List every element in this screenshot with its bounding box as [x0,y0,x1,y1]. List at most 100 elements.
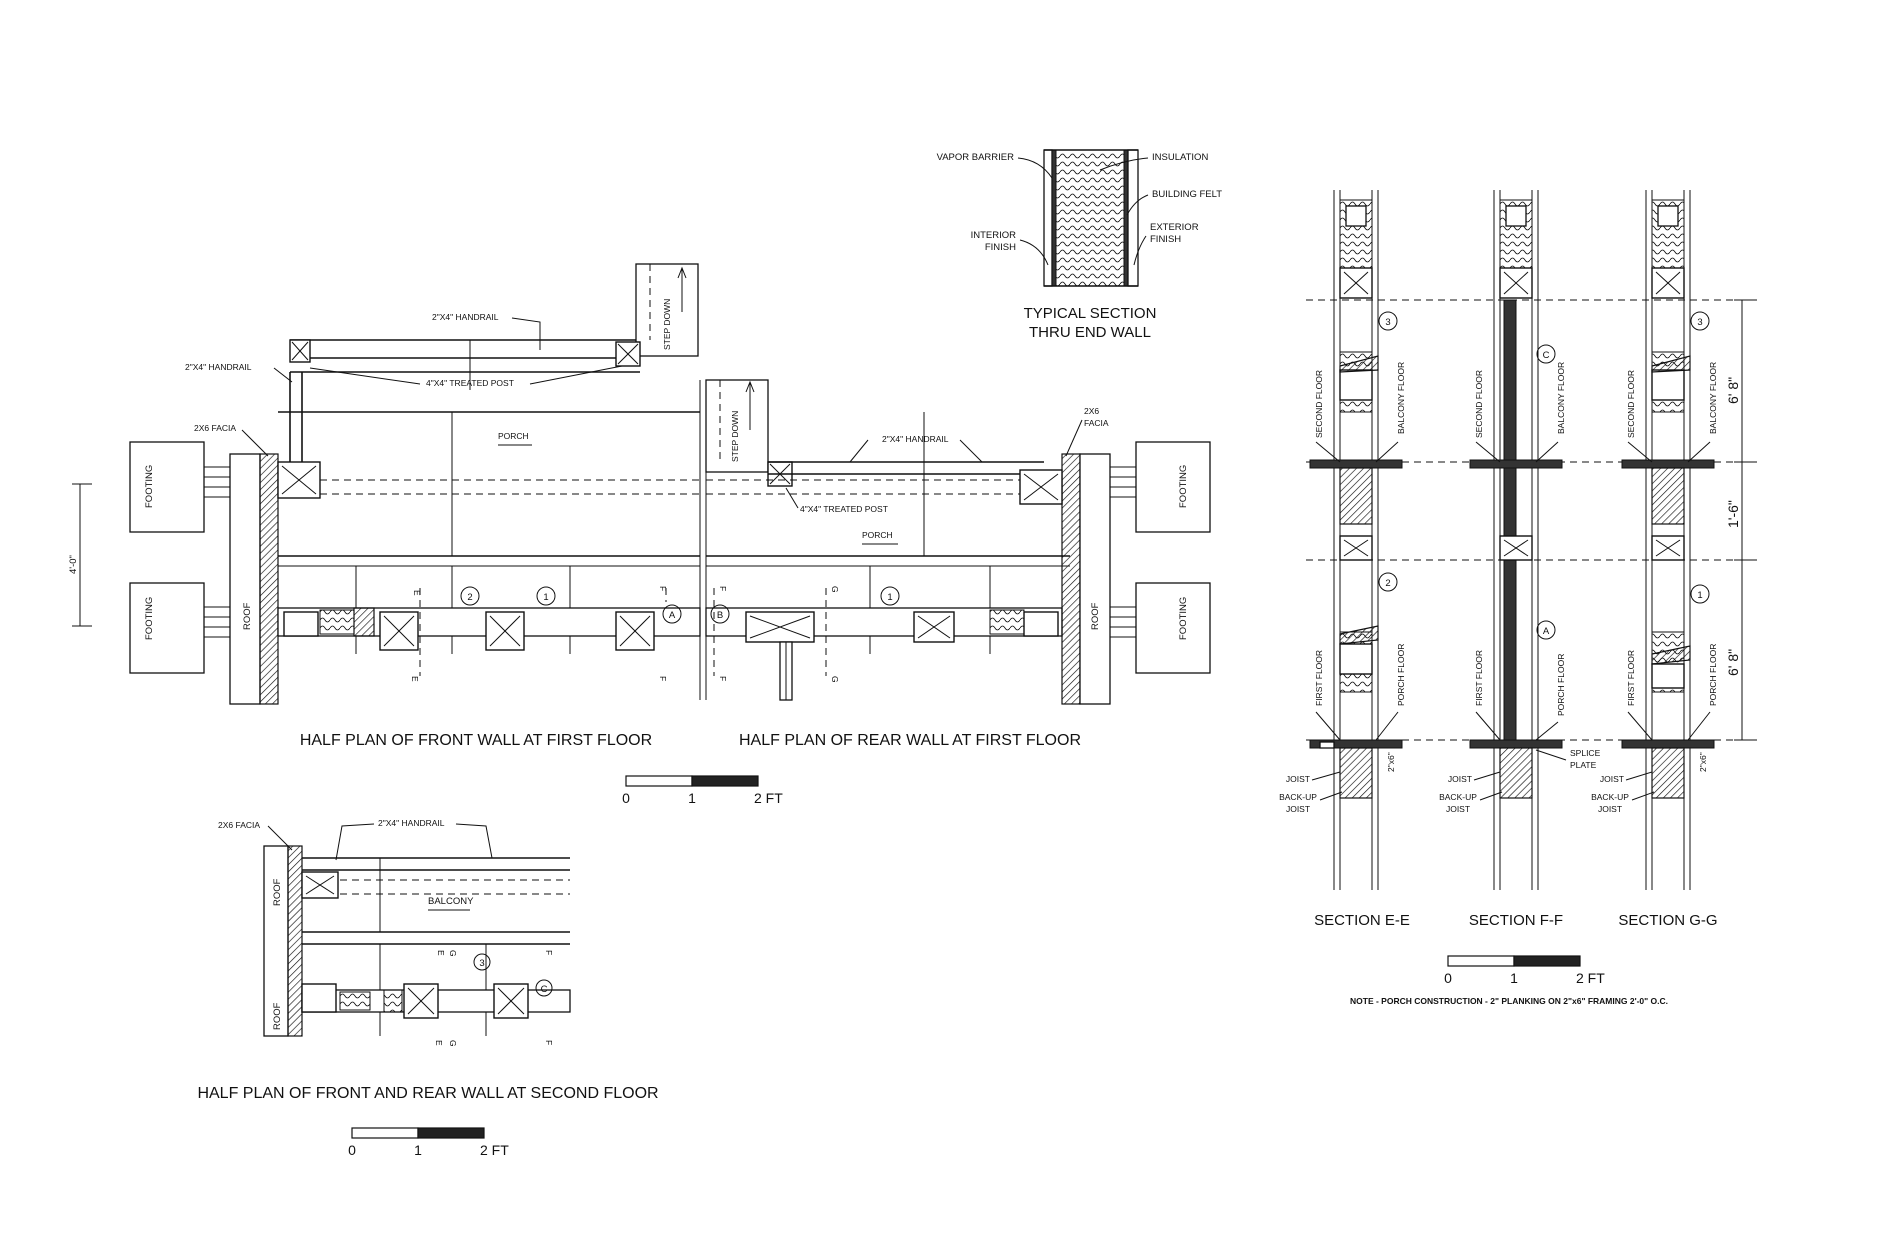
svg-text:2 FT: 2 FT [1576,970,1605,986]
dimension-lower: 6' 8" [1725,649,1741,676]
interior-finish-label-1: INTERIOR [971,230,1017,241]
two-by-six-label: 2"x6" [1698,752,1708,772]
porch-construction-note: NOTE - PORCH CONSTRUCTION - 2" PLANKING … [1350,996,1668,1006]
section-g-g-label: SECTION G-G [1618,912,1717,929]
handrail-rear-label: 2"X4" HANDRAIL [882,434,949,444]
svg-text:2: 2 [467,592,472,603]
svg-text:3: 3 [479,958,484,969]
footing-label-right: FOOTING [1178,465,1189,508]
interior-finish-label-2: FINISH [985,242,1016,253]
backup-joist-label-1: BACK-UP [1591,792,1629,802]
svg-text:0: 0 [348,1142,356,1158]
marker-c-second [535,979,553,997]
porch-label: PORCH [498,431,529,441]
marker-2 [460,586,480,606]
svg-text:0: 0 [622,790,630,806]
svg-text:2 FT: 2 FT [480,1142,509,1158]
two-by-six-label: 2"x6" [1386,752,1396,772]
marker-a-f [1536,620,1556,640]
step-down-area-rear [705,379,769,473]
treated-post-rear-label: 4"X4" TREATED POST [800,504,888,514]
svg-text:1: 1 [688,790,696,806]
joist-label: JOIST [1600,774,1624,784]
section-mark-e: E [436,950,446,956]
exterior-finish-label-1: EXTERIOR [1150,222,1199,233]
caption-front-first-floor: HALF PLAN OF FRONT WALL AT FIRST FLOOR [300,732,652,749]
facia-right-label-2: FACIA [1084,418,1109,428]
step-down-label-rear: STEP DOWN [730,411,740,462]
caption-second-floor: HALF PLAN OF FRONT AND REAR WALL AT SECO… [197,1085,658,1102]
section-mark-f: F [544,950,554,955]
svg-text:3: 3 [1385,317,1390,328]
section-mark-f: F [658,676,668,681]
exterior-finish-layer [1127,149,1139,287]
section-mark-f: F [544,1040,554,1045]
marker-3-e [1378,311,1398,331]
footing-label-right: FOOTING [1178,597,1189,640]
roof-label-second: ROOF [272,1002,283,1030]
marker-2-e [1378,572,1398,592]
balcony-label: BALCONY [428,896,474,907]
insulation-layer [1055,149,1125,287]
end-wall-second [287,845,303,1037]
exterior-finish-label-2: FINISH [1150,234,1181,245]
first-floor-plans: FOOTING FOOTING 4'-0" ROOF 2X6 FACIA 2"X… [68,263,1211,749]
balcony-floor-label: BALCONY FLOOR [1556,362,1566,434]
wall-sections: 3 2 SECOND FLOOR BALCONY FLOOR FIRST FLO… [1279,190,1760,929]
first-floor-label: FIRST FLOOR [1626,650,1636,706]
footing-upper-right [1135,441,1211,533]
joist-label: JOIST [1286,774,1310,784]
facia-right-label-1: 2X6 [1084,406,1099,416]
scale-bar-second-floor: 0 1 2 FT [348,1127,509,1158]
footing-lower-right [1135,582,1211,674]
dimension-4ft: 4'-0" [68,555,79,574]
step-down-area [635,263,699,357]
svg-text:B: B [717,610,723,621]
section-mark-f: F [718,676,728,681]
section-f-f-label: SECTION F-F [1469,912,1563,929]
section-mark-e: E [434,1040,444,1046]
step-down-label: STEP DOWN [662,299,672,350]
typical-section-title-1: TYPICAL SECTION [1024,305,1157,322]
section-mark-g: G [830,676,840,683]
handrail-left-label: 2"X4" HANDRAIL [185,362,252,372]
footing-label: FOOTING [144,597,155,640]
marker-1-g [1690,584,1710,604]
facia-left-label: 2X6 FACIA [194,423,236,433]
vapor-barrier-label: VAPOR BARRIER [937,152,1015,163]
section-g-g: 3 1 SECOND FLOOR BALCONY FLOOR FIRST FLO… [1591,190,1718,929]
section-e-e-label: SECTION E-E [1314,912,1410,929]
svg-text:2 FT: 2 FT [754,790,783,806]
svg-text:A: A [1543,626,1550,637]
backup-joist-label-2: JOIST [1286,804,1310,814]
section-mark-f: F [718,586,728,591]
building-felt-label: BUILDING FELT [1152,189,1222,200]
svg-text:1: 1 [887,592,892,603]
vapor-barrier-layer [1051,149,1057,287]
facia-label-second: 2X6 FACIA [218,820,260,830]
roof-label: ROOF [242,602,253,630]
section-mark-g: G [448,950,458,957]
roof-label-right: ROOF [1090,602,1101,630]
footing-lower-left [129,582,205,674]
backup-joist-label-2: JOIST [1446,804,1470,814]
second-floor-plan: ROOF ROOF BALCONY 2X6 FACIA 2"X4" HANDRA… [197,818,658,1102]
svg-text:0: 0 [1444,970,1452,986]
marker-3-second [473,953,491,971]
svg-text:A: A [669,610,676,621]
splice-plate-label-2: PLATE [1570,760,1597,770]
svg-text:1: 1 [1510,970,1518,986]
svg-text:1: 1 [543,592,548,603]
splice-plate-label-1: SPLICE [1570,748,1601,758]
svg-text:C: C [1543,350,1550,361]
marker-c-f [1536,344,1556,364]
svg-text:3: 3 [1697,317,1702,328]
handrail-label: 2"X4" HANDRAIL [432,312,499,322]
porch-floor-label: PORCH FLOOR [1708,644,1718,706]
porch-label-rear: PORCH [862,530,893,540]
backup-joist-label-1: BACK-UP [1279,792,1317,802]
backup-joist-label-1: BACK-UP [1439,792,1477,802]
section-mark-f: F [658,586,668,591]
first-floor-label: FIRST FLOOR [1314,650,1324,706]
